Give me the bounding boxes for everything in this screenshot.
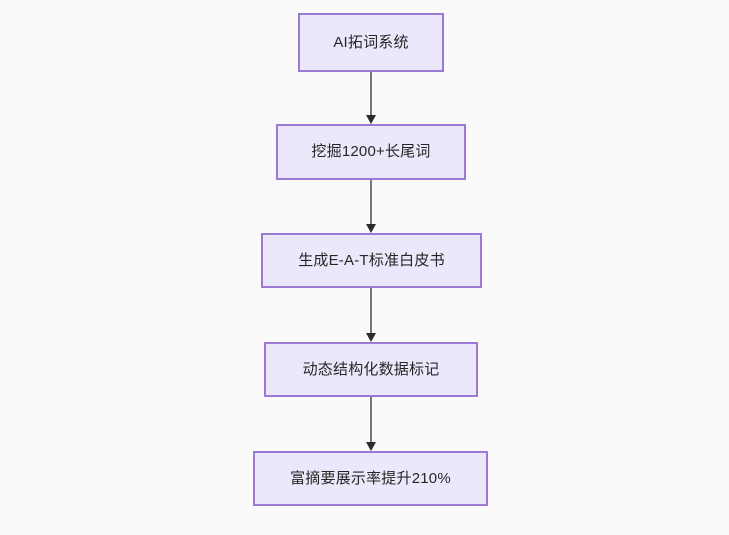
- edge-node4-to-node5: [361, 397, 381, 451]
- arrowhead-icon: [366, 224, 376, 233]
- flow-node-ai-keyword-system[interactable]: AI拓词系统: [298, 13, 444, 72]
- flow-node-structured-data-markup[interactable]: 动态结构化数据标记: [264, 342, 478, 397]
- flow-node-rich-snippet-result[interactable]: 富摘要展示率提升210%: [253, 451, 488, 506]
- flow-node-label: 挖掘1200+长尾词: [311, 143, 431, 160]
- flow-node-eat-whitepaper[interactable]: 生成E-A-T标准白皮书: [261, 233, 482, 288]
- edge-line: [370, 180, 372, 225]
- arrowhead-icon: [366, 115, 376, 124]
- arrowhead-icon: [366, 442, 376, 451]
- edge-line: [370, 397, 372, 443]
- flow-node-label: 富摘要展示率提升210%: [290, 469, 451, 487]
- edge-line: [370, 288, 372, 334]
- edge-line: [370, 72, 372, 116]
- flow-node-longtail-keywords[interactable]: 挖掘1200+长尾词: [276, 124, 466, 180]
- flow-node-label: 生成E-A-T标准白皮书: [298, 251, 445, 269]
- edge-node2-to-node3: [361, 180, 381, 233]
- flow-node-label: 动态结构化数据标记: [302, 360, 440, 378]
- edge-node1-to-node2: [361, 72, 381, 124]
- flow-node-label: AI拓词系统: [333, 33, 409, 51]
- edge-node3-to-node4: [361, 288, 381, 342]
- arrowhead-icon: [366, 333, 376, 342]
